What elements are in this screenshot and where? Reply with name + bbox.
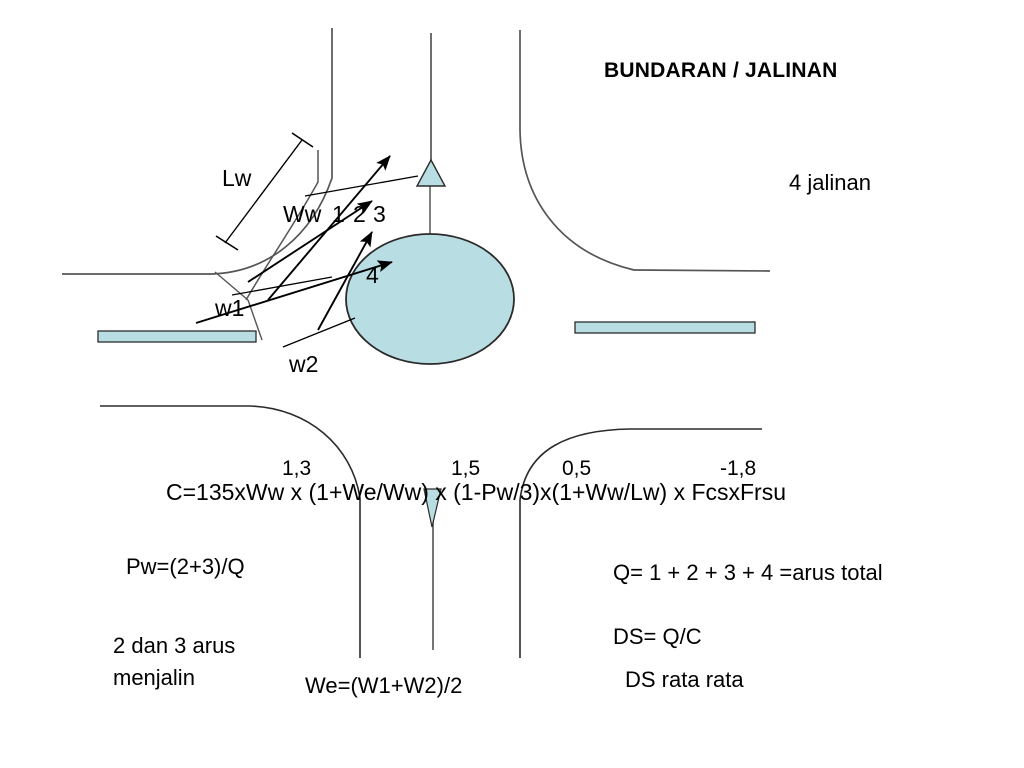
leader-line-w1 [231, 276, 333, 296]
triangular-median-upper [415, 158, 447, 187]
road-edge-upper-right [519, 30, 771, 272]
dimension-tick-lw-end [291, 132, 314, 148]
exponent-minus-1-8: -1,8 [720, 457, 757, 480]
label-ww: Ww [283, 201, 322, 227]
note-ds: DS= Q/C [613, 624, 702, 649]
road-edge-lower-left [100, 405, 361, 658]
central-island-ellipse [345, 233, 515, 365]
note-weaving-line2: menjalin [113, 665, 195, 690]
dimension-line-lw [224, 139, 303, 244]
label-w1: w1 [215, 295, 245, 321]
flow-arrow-3 [247, 200, 373, 283]
dimension-tick-lw-start [215, 235, 239, 251]
note-we: We=(W1+W2)/2 [305, 673, 463, 698]
leader-line-ww [304, 175, 419, 197]
road-edge-lower-right [519, 428, 762, 658]
exponent-1-3: 1,3 [282, 457, 312, 480]
subtitle-4-jalinan: 4 jalinan [789, 170, 871, 195]
leader-line-w2 [282, 317, 356, 348]
flow-arrow-4 [317, 231, 373, 331]
label-w2: w2 [289, 351, 319, 377]
page-title: BUNDARAN / JALINAN [604, 59, 838, 82]
exponent-1-5: 1,5 [451, 457, 481, 480]
label-flow-2: 2 [353, 201, 366, 227]
flow-arrow-1 [195, 260, 393, 324]
note-weaving-line1: 2 dan 3 arus [113, 633, 236, 658]
label-flow-1: 1 [332, 201, 345, 227]
road-edge-upper-left-outer [62, 28, 333, 275]
exponent-0-5: 0,5 [562, 457, 592, 480]
median-bar-left [97, 330, 257, 343]
capacity-formula: C=135xWw x (1+We/Ww) x (1-Pw/3)x(1+Ww/Lw… [166, 479, 787, 505]
road-edge-upper-left-inner [245, 150, 319, 301]
label-flow-3: 3 [373, 201, 386, 227]
note-q-total: Q= 1 + 2 + 3 + 4 =arus total [613, 560, 883, 585]
label-lw: Lw [222, 165, 252, 191]
note-ds-average: DS rata rata [625, 667, 744, 692]
triangular-median-lower [423, 488, 442, 528]
label-flow-4: 4 [366, 262, 379, 288]
median-bar-right [574, 321, 756, 334]
note-pw: Pw=(2+3)/Q [126, 554, 245, 579]
width-tick-w1-upper [214, 271, 249, 301]
